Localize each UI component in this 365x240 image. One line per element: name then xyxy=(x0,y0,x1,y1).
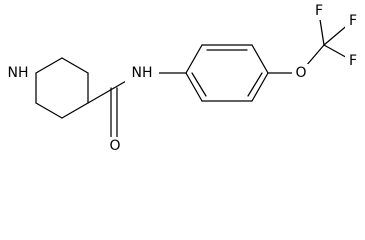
fluorine-bottom-label: F xyxy=(349,53,357,69)
bond-ring-to-amide-c xyxy=(87,87,115,104)
carbonyl-o-label: O xyxy=(109,138,120,154)
bond-ring-c4-c5 xyxy=(61,102,89,119)
fluorine-bottom-background xyxy=(345,52,361,70)
bond-ring-c5-c6 xyxy=(35,102,63,119)
piperidine-nh-background xyxy=(2,63,34,83)
bond-ring-c2-c3 xyxy=(61,57,89,74)
bond-ring-n-c2 xyxy=(35,57,63,74)
bond-aryl-inner-right xyxy=(247,72,263,97)
bond-aryl-c1-c2 xyxy=(185,44,203,74)
amide-nh-background xyxy=(125,63,159,83)
bond-aryl-inner-left xyxy=(191,72,207,97)
structure-diagram: NH NH O O F F F xyxy=(2,2,361,154)
fluorine-right-background xyxy=(345,12,361,30)
fluorine-right-label: F xyxy=(349,13,357,29)
bond-aryl-c6-c1 xyxy=(185,72,203,102)
piperidine-nh-label: NH xyxy=(8,65,29,81)
carbonyl-o-background xyxy=(106,137,124,153)
ether-o-label: O xyxy=(295,65,306,81)
amide-nh-label: NH xyxy=(132,65,153,81)
ether-o-background xyxy=(292,64,310,82)
fluorine-top-label: F xyxy=(315,3,323,19)
fluorine-top-background xyxy=(311,2,327,20)
bond-aryl-c4-c5 xyxy=(251,72,269,102)
atom-label-layer: NH NH O O F F F xyxy=(2,2,361,154)
bond-aryl-c3-c4 xyxy=(251,44,269,74)
